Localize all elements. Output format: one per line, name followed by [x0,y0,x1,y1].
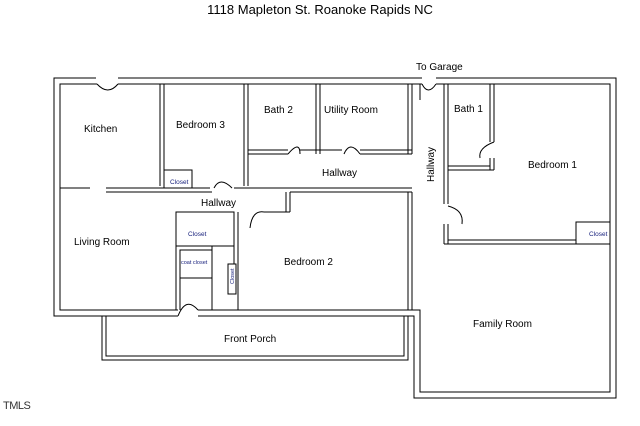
outer-wall-left-inner [59,83,178,311]
closet-coat: coat closet [181,260,208,266]
closet-bed2-box [227,263,237,295]
plan-title: 1118 Mapleton St. Roanoke Rapids NC [207,2,433,17]
closet-bed1-box [575,221,611,245]
closet-bed2: Closet [230,268,236,284]
room-bedroom1: Bedroom 1 [528,160,577,171]
room-family: Family Room [473,319,532,330]
label-hallway-vertical: Hallway [426,147,437,182]
porch-outer [101,316,409,361]
closet-bed1: Closet [589,231,608,238]
closet-living-box [175,211,235,247]
door-swing-bed2 [249,211,265,229]
outer-wall-left-outer [53,77,178,317]
room-utility: Utility Room [324,105,378,116]
outer-wall-right-outer [198,77,617,399]
room-bath1: Bath 1 [454,104,483,115]
closet-bed3-box [163,169,193,189]
label-to-garage: To Garage [416,62,463,73]
room-kitchen: Kitchen [84,124,117,135]
door-swing-kitchen [96,83,119,91]
label-hallway-left: Hallway [201,198,236,209]
closet-bed3: Closet [170,179,189,186]
door-swing-garage [421,83,437,91]
closet-living: Closet [188,231,207,238]
room-living: Living Room [74,237,130,248]
door-swing-bath1 [479,141,495,159]
watermark-text: TMLS [3,400,31,412]
door-swing-bed3 [213,181,233,189]
walls [53,77,617,399]
door-swing-bed1 [447,205,463,225]
door-swing-front [177,303,199,317]
outer-wall-right-inner [198,83,611,393]
room-bath2: Bath 2 [264,105,293,116]
label-hallway-upper: Hallway [322,168,357,179]
room-porch: Front Porch [224,334,276,345]
door-swing-bath2 [287,146,301,155]
room-bedroom2: Bedroom 2 [284,257,333,268]
room-bedroom3: Bedroom 3 [176,120,225,131]
door-swing-utility [343,146,361,155]
porch-inner [105,316,405,357]
